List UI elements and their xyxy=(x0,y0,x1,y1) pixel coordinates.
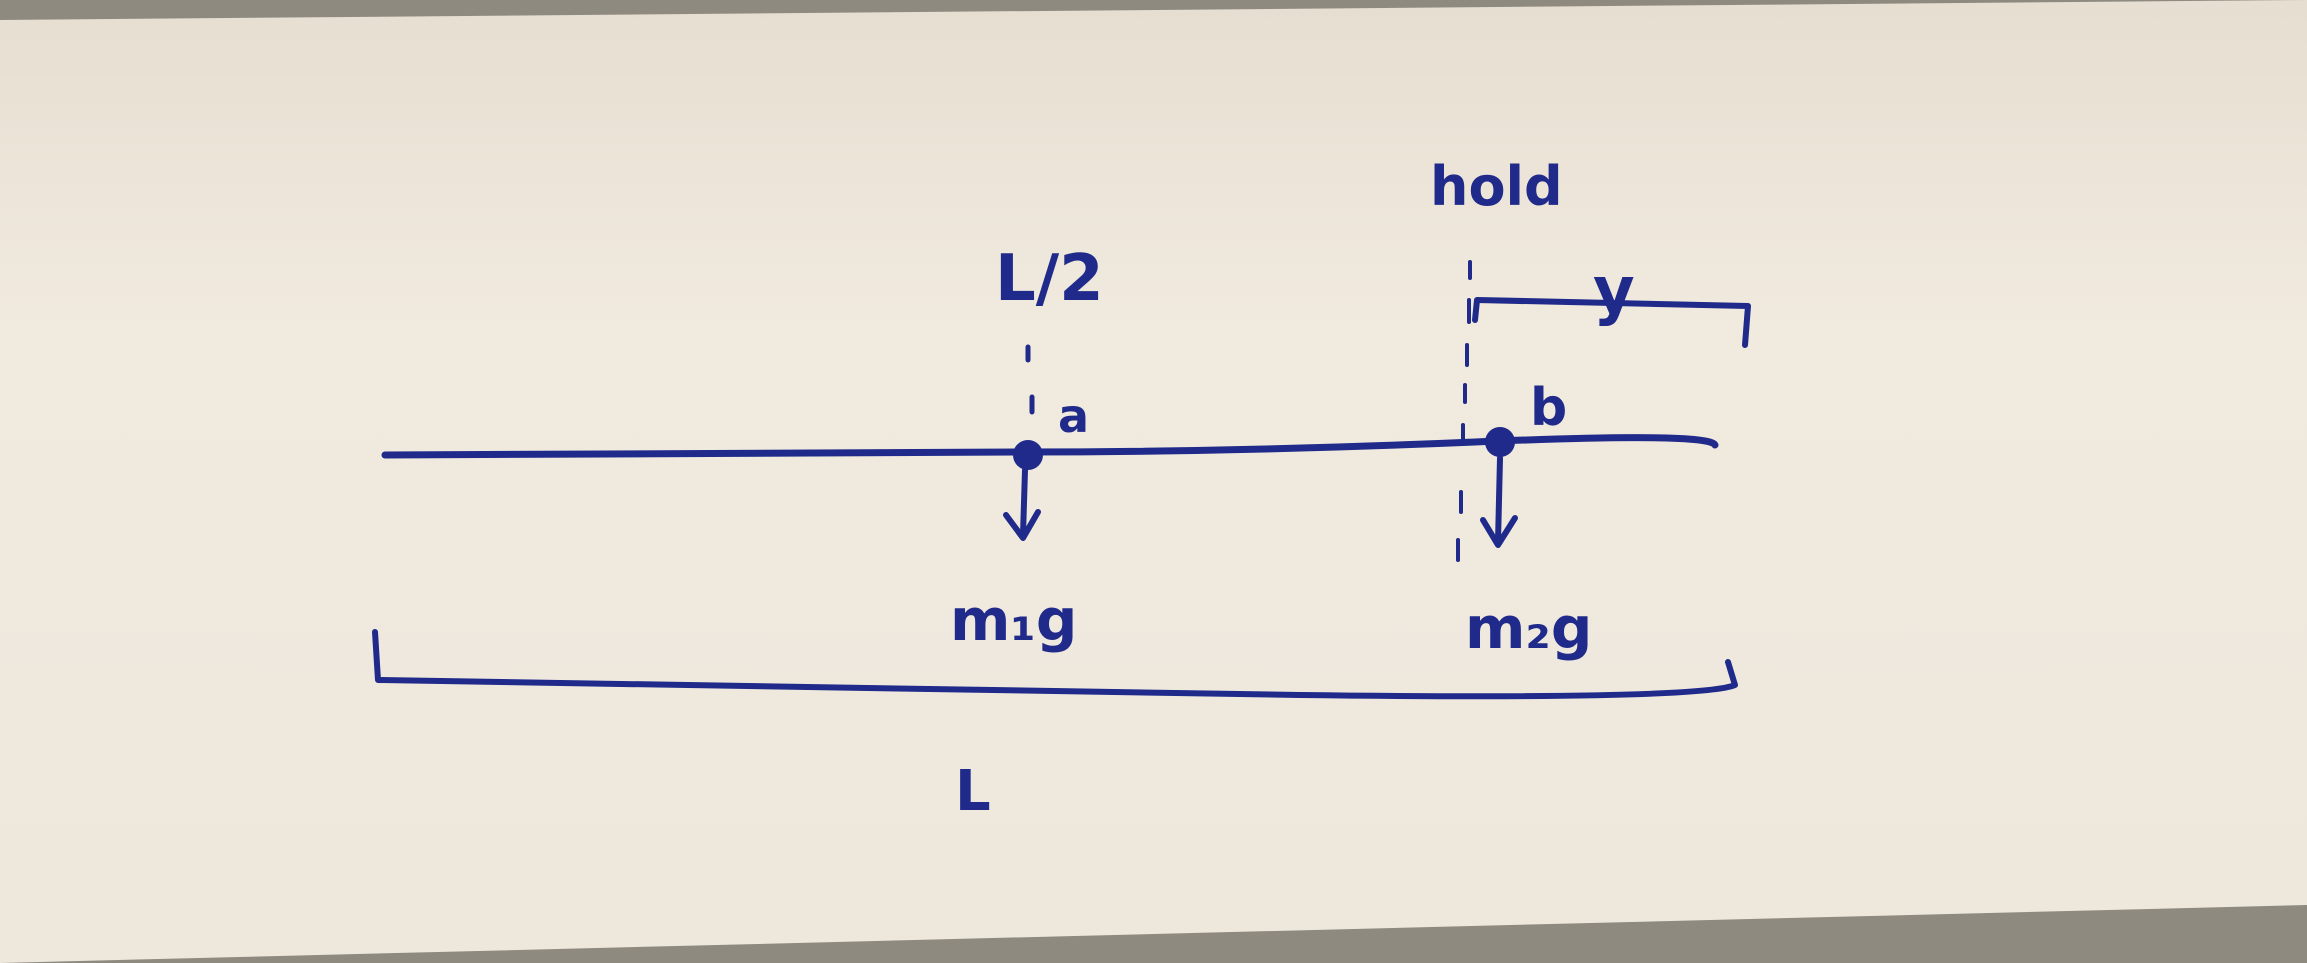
point-a-dot xyxy=(1013,440,1043,470)
hold-dashed-line xyxy=(1456,260,1472,562)
point-b-dot xyxy=(1485,427,1515,457)
point-b-label: b xyxy=(1530,378,1567,438)
arrow-m1g xyxy=(1003,467,1041,541)
arrow-m2g xyxy=(1480,455,1518,548)
midpoint-dashed-line xyxy=(1025,344,1035,415)
point-a-label: a xyxy=(1058,389,1089,443)
half-length-label: L/2 xyxy=(995,242,1104,316)
y-label: y xyxy=(1593,254,1635,328)
length-label: L xyxy=(955,759,991,824)
hold-label: hold xyxy=(1430,155,1563,218)
y-dimension-bracket xyxy=(1472,297,1751,348)
weight-2-label: m₂g xyxy=(1465,594,1592,662)
weight-1-label: m₁g xyxy=(950,586,1077,654)
beam-line xyxy=(381,434,1719,459)
length-dimension-bracket xyxy=(372,629,1738,700)
